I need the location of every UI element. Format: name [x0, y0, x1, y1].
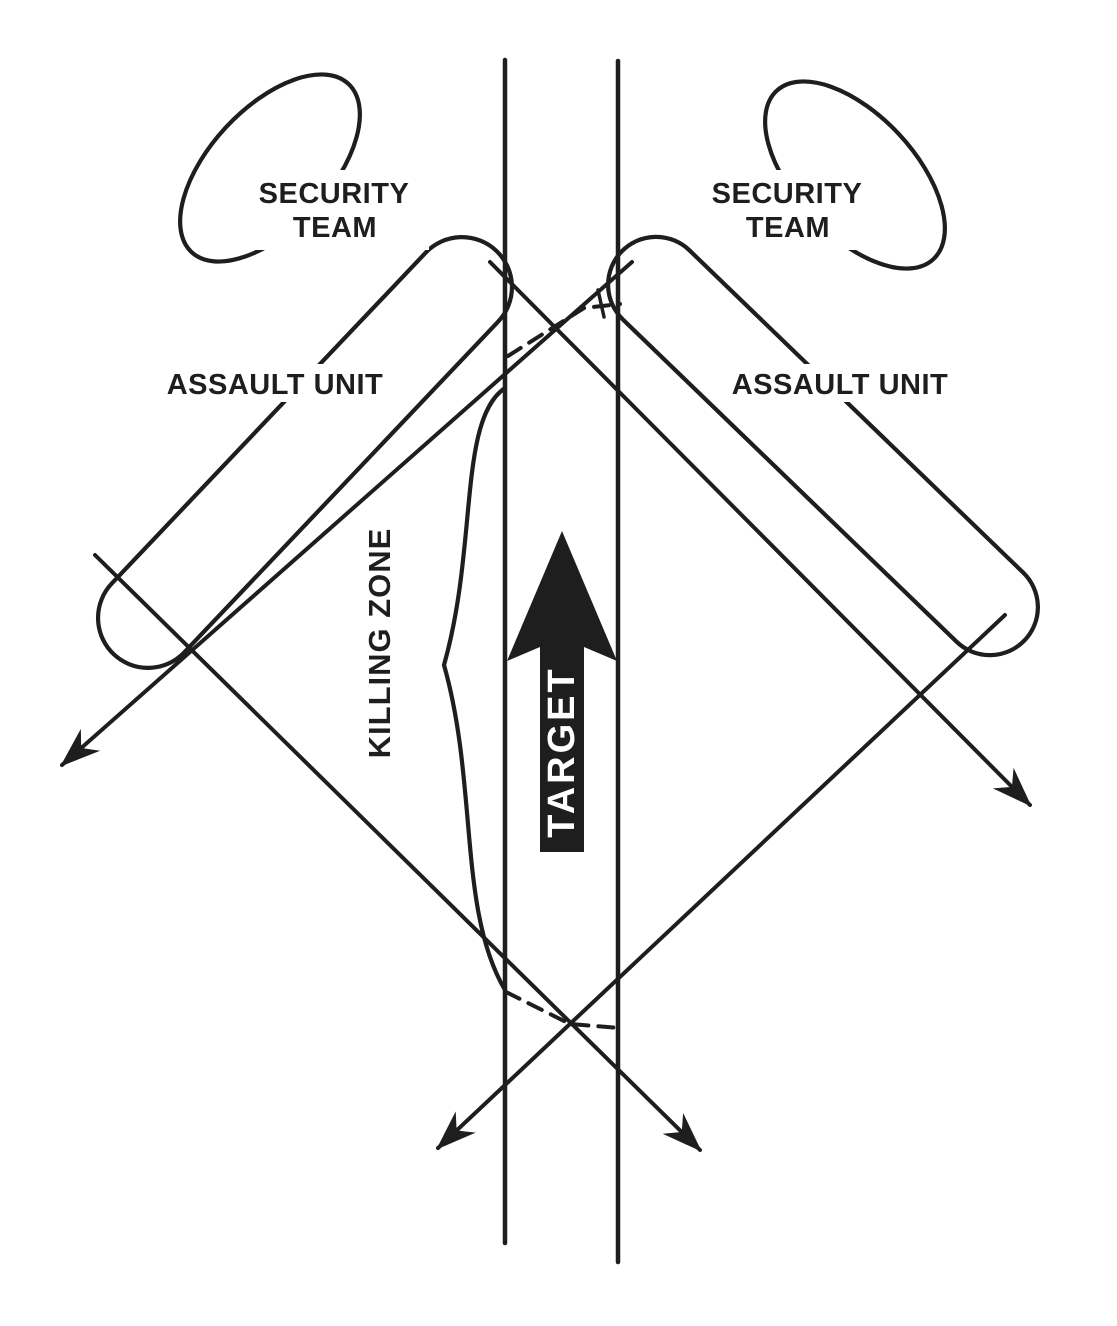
- killing-zone-brace: [441, 385, 508, 993]
- label-bg-assault-right: [713, 364, 967, 402]
- killing-zone-label: KILLING ZONE: [362, 528, 397, 759]
- fire-line-right-unit-lower: [436, 613, 1007, 1150]
- dashed-tick-top: [596, 288, 606, 319]
- dashed-line-top-crossing: [506, 302, 622, 358]
- assault-unit-position-right: [606, 234, 1040, 658]
- security-team-left-label-line1: SECURITY: [259, 178, 410, 210]
- assault-unit-left-label: ASSAULT UNIT: [167, 369, 384, 401]
- assault-unit-position-left: [95, 235, 515, 670]
- label-backgrounds: [148, 170, 967, 402]
- label-bg-security-left: [243, 170, 429, 250]
- label-bg-assault-left: [148, 364, 402, 402]
- assault-unit-right-label: ASSAULT UNIT: [732, 369, 949, 401]
- fire-line-left-unit-lower: [93, 553, 702, 1152]
- security-team-left-label-line2: TEAM: [293, 212, 377, 244]
- security-team-right-label-line2: TEAM: [746, 212, 830, 244]
- fire-line-left-unit-upper: [488, 260, 1032, 807]
- target-direction-arrow: [507, 531, 617, 852]
- fire-line-right-unit-upper: [60, 260, 634, 767]
- labels-layer: SECURITY TEAM SECURITY TEAM ASSAULT UNIT…: [167, 178, 949, 759]
- dashed-line-bottom-crossing: [504, 990, 622, 1030]
- security-team-right-label-line1: SECURITY: [712, 178, 863, 210]
- target-label: TARGET: [541, 666, 583, 837]
- label-bg-security-right: [697, 170, 883, 250]
